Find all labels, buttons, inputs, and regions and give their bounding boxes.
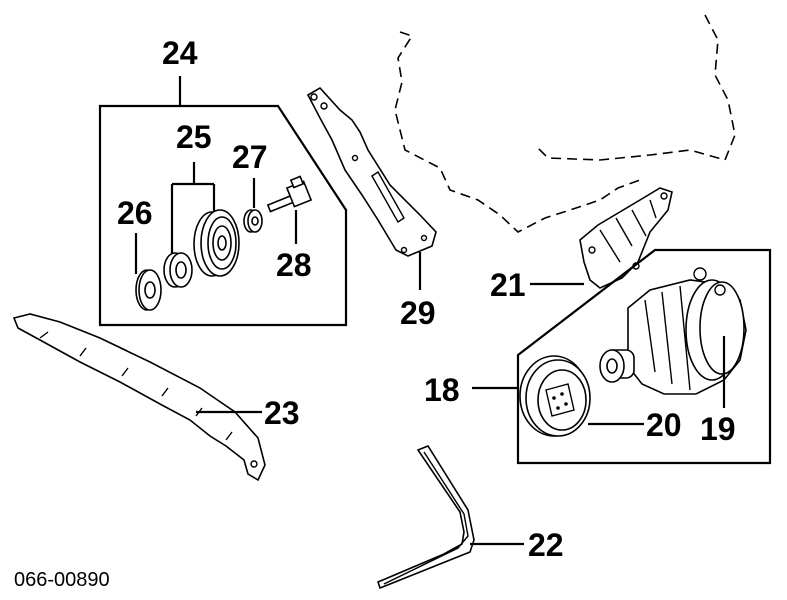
- bearing-part: [163, 252, 193, 288]
- clutch-pulley-part: [519, 355, 591, 437]
- engine-outline: [394, 14, 736, 233]
- splash-shield-part: [12, 313, 266, 482]
- washer-part: [135, 269, 162, 311]
- callout-26: 26: [117, 195, 153, 231]
- group-box-24: [98, 104, 348, 327]
- callout-28: 28: [276, 247, 312, 283]
- bracket-plate-part: [306, 86, 437, 257]
- callout-20: 20: [646, 407, 682, 443]
- diagram-number: 066-00890: [14, 569, 110, 591]
- idler-pulley-assembly: 24 25 26 27: [98, 35, 348, 327]
- bolt-part: [266, 175, 313, 213]
- group-box-18: [516, 248, 772, 465]
- callout-23: 23: [264, 395, 300, 431]
- callout-18: 18: [424, 372, 460, 408]
- callout-19: 19: [700, 411, 736, 447]
- callout-27: 27: [232, 139, 268, 175]
- ac-compressor-part: [599, 267, 747, 395]
- callout-22: 22: [528, 527, 564, 563]
- callout-25: 25: [176, 119, 212, 155]
- callout-21: 21: [490, 267, 526, 303]
- drive-belt-part: [377, 445, 475, 590]
- compressor-assembly: 18 19 20: [424, 248, 772, 465]
- nut-part: [243, 209, 263, 233]
- callout-24: 24: [162, 35, 198, 71]
- idler-pulley-part: [193, 209, 240, 277]
- callout-29: 29: [400, 295, 436, 331]
